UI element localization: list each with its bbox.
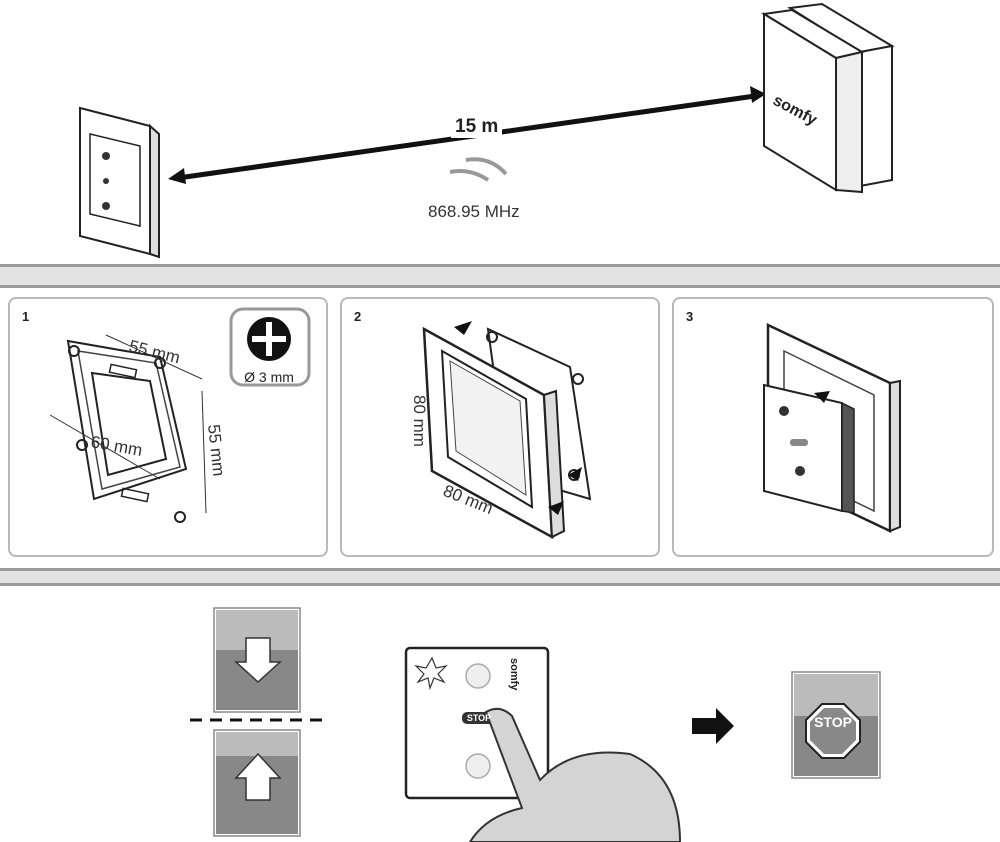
wall-switch-illustration [79, 106, 160, 259]
radio-wave-icon [449, 157, 508, 182]
stop-sign-label: STOP [814, 714, 852, 730]
step-number: 2 [354, 309, 362, 324]
stop-operation-diagram [190, 607, 881, 842]
receiver-illustration [761, 2, 895, 194]
cover-frame-illustration: 80 mm 80 mm [410, 321, 592, 540]
arrow-down-icon [234, 637, 282, 684]
finger-icon [468, 707, 682, 842]
arrow-left-icon [168, 168, 186, 184]
arrow-up-icon [234, 752, 282, 801]
led-flash-icon [414, 656, 448, 691]
down-button-icon [795, 466, 805, 476]
window-lowering-illustration [213, 607, 301, 713]
dimension-height-label: 55 mm [204, 423, 228, 477]
screwdriver-tool-badge [229, 307, 311, 387]
window-raising-illustration [213, 729, 301, 837]
distance-label: 15 m [451, 116, 503, 138]
down-button-icon [465, 753, 491, 779]
switch-press-illustration [404, 646, 682, 842]
divider-band-bottom [0, 568, 1000, 586]
arrow-icon [568, 467, 582, 481]
step-number: 1 [22, 309, 30, 324]
tool-size-label: Ø 3 mm [244, 369, 294, 385]
window-stopped-illustration [791, 671, 881, 779]
divider-band-top [0, 264, 1000, 288]
dimension-height-label: 80 mm [410, 395, 429, 447]
arrow-icon [454, 321, 472, 335]
stop-button-icon [790, 439, 808, 446]
up-button-icon [465, 663, 491, 689]
mounting-frame-illustration: 55 mm 55 mm 60 mm [49, 307, 311, 523]
step-number: 3 [686, 309, 694, 324]
arrow-right-icon [750, 86, 766, 103]
frequency-label: 868.95 MHz [428, 202, 520, 221]
brand-logo: somfy [508, 658, 520, 691]
arrow-icon [814, 391, 830, 403]
up-button-icon [779, 406, 789, 416]
arrow-icon [548, 501, 564, 515]
switch-mount-illustration [763, 323, 901, 533]
stop-button-label: STOP [466, 713, 492, 723]
arrow-right-icon [692, 708, 734, 744]
